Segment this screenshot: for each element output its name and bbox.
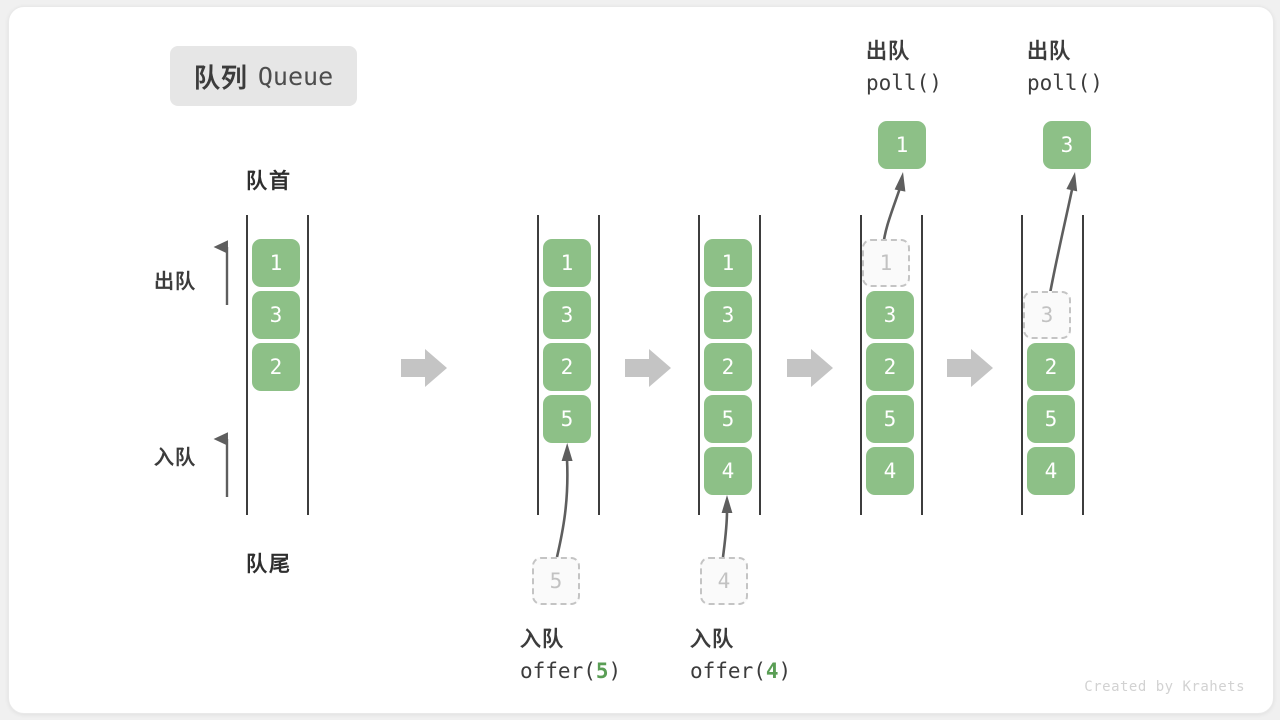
stage-4-caption-cn: 出队 (1027, 40, 1071, 63)
stage-1-incoming-box: 5 (532, 557, 580, 605)
stage-4-caption-code: poll() (1027, 67, 1103, 99)
enqueue-direction-label: 入队 (154, 447, 196, 469)
stage-4-item-1: 3 (1023, 291, 1071, 339)
stage-1-caption-code: offer(5) (520, 655, 621, 687)
dequeue-direction-label: 出队 (154, 271, 196, 293)
stage-4-item-4: 4 (1027, 447, 1075, 495)
stage-3-caption-cn: 出队 (866, 40, 910, 63)
transition-arrow-2-icon (787, 349, 833, 387)
dequeue-direction-arrow-icon (213, 240, 229, 305)
stage-1-enqueue-arrow-icon (555, 443, 573, 558)
stage-4-dequeue-arrow-icon (1047, 172, 1078, 300)
stage-2-caption: 入队 offer(4) (690, 625, 791, 687)
stage-2-item-4: 4 (704, 447, 752, 495)
stage-3-rail-left (860, 215, 862, 515)
title-badge: 队列 Queue (170, 46, 357, 106)
stage-3-item-2: 2 (866, 343, 914, 391)
stage-0-rail-left (246, 215, 248, 515)
stage-2-incoming-box: 4 (700, 557, 748, 605)
stage-3-caption-code: poll() (866, 67, 942, 99)
stage-1-item-2: 2 (543, 343, 591, 391)
stage-2-caption-code: offer(4) (690, 655, 791, 687)
stage-3-caption: 出队 poll() (866, 37, 942, 99)
stage-1-caption-cn: 入队 (520, 628, 564, 651)
stage-3-code-suffix: ) (929, 71, 942, 95)
stage-2-rail-left (698, 215, 700, 515)
stage-0-rail-right (307, 215, 309, 515)
stage-3-code-prefix: poll( (866, 71, 930, 95)
stage-3-item-4: 4 (866, 447, 914, 495)
stage-1-item-0: 1 (543, 239, 591, 287)
stage-3-item-3: 5 (866, 395, 914, 443)
stage-2-item-0: 1 (704, 239, 752, 287)
stage-3-item-1: 3 (866, 291, 914, 339)
diagram-card: 队列 Queue 队首 队尾 出队 入队 1 3 2 1 3 2 5 5 入队 (8, 6, 1274, 714)
stage-2-code-prefix: offer( (690, 659, 766, 683)
stage-4-result-box: 3 (1043, 121, 1091, 169)
stage-2-item-3: 5 (704, 395, 752, 443)
stage-2-code-suffix: ) (778, 659, 792, 683)
stage-2-item-1: 3 (704, 291, 752, 339)
stage-2-code-arg: 4 (765, 659, 779, 683)
stage-0-item-2: 2 (252, 343, 300, 391)
transition-arrow-1-icon (625, 349, 671, 387)
transition-arrow-0-icon (401, 349, 447, 387)
stage-4-code-prefix: poll( (1027, 71, 1091, 95)
stage-2-item-2: 2 (704, 343, 752, 391)
stage-4-rail-right (1082, 215, 1084, 515)
stage-1-rail-left (537, 215, 539, 515)
watermark: Created by Krahets (1084, 679, 1245, 695)
stage-2-enqueue-arrow-icon (721, 495, 733, 558)
stage-3-result-box: 1 (878, 121, 926, 169)
stage-0-item-0: 1 (252, 239, 300, 287)
stage-1-code-arg: 5 (595, 659, 609, 683)
enqueue-direction-arrow-icon (213, 432, 229, 497)
stage-1-code-suffix: ) (608, 659, 622, 683)
stage-3-rail-right (921, 215, 923, 515)
transition-arrow-3-icon (947, 349, 993, 387)
stage-1-item-1: 3 (543, 291, 591, 339)
title-english: Queue (257, 61, 334, 91)
stage-1-rail-right (598, 215, 600, 515)
stage-3-item-0: 1 (862, 239, 910, 287)
stage-1-item-3: 5 (543, 395, 591, 443)
stage-4-item-3: 5 (1027, 395, 1075, 443)
stage-1-caption: 入队 offer(5) (520, 625, 621, 687)
stage-4-code-suffix: ) (1090, 71, 1103, 95)
queue-head-label: 队首 (246, 170, 292, 193)
stage-4-rail-left (1021, 215, 1023, 515)
queue-tail-label: 队尾 (246, 553, 292, 576)
title-chinese: 队列 (193, 62, 248, 93)
stage-2-rail-right (759, 215, 761, 515)
stage-2-caption-cn: 入队 (690, 628, 734, 651)
stage-0-item-1: 3 (252, 291, 300, 339)
stage-4-item-2: 2 (1027, 343, 1075, 391)
stage-4-caption: 出队 poll() (1027, 37, 1103, 99)
stage-1-code-prefix: offer( (520, 659, 596, 683)
